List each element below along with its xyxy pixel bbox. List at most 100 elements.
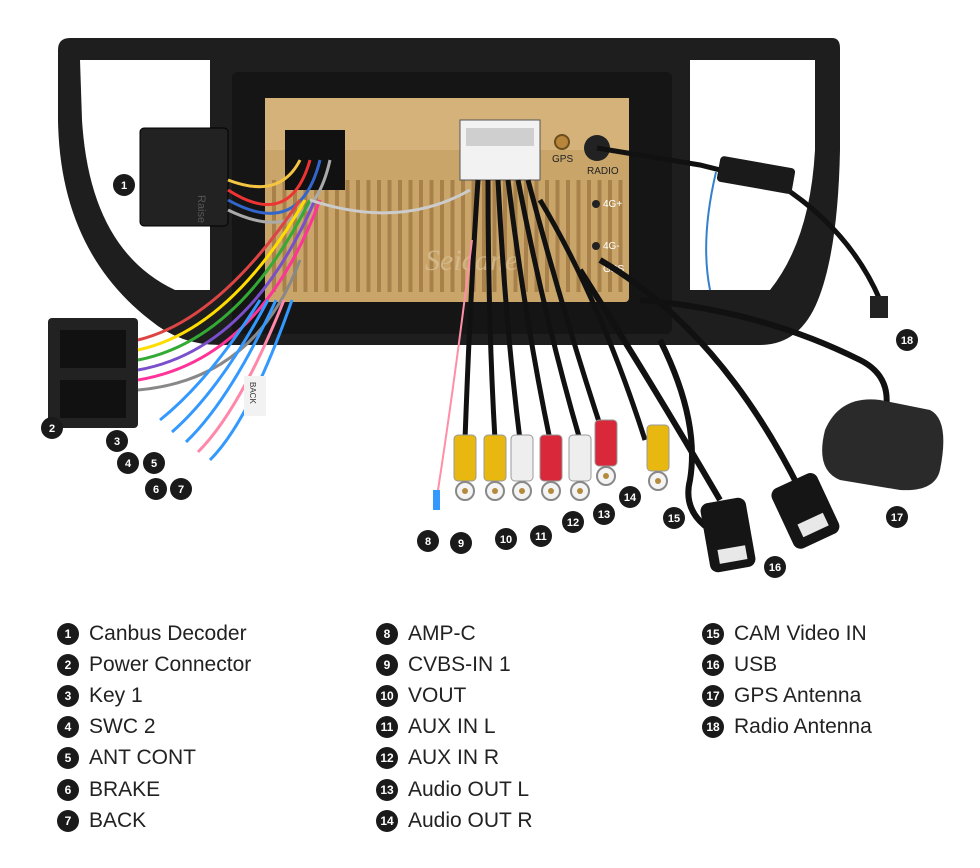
legend-item: 8 AMP-C xyxy=(376,618,533,649)
usb-plug-b xyxy=(771,473,840,549)
heatsink-fin xyxy=(387,180,392,292)
legend-number-badge: 11 xyxy=(376,716,398,739)
callout-number: 3 xyxy=(114,436,120,448)
legend-label: AMP-C xyxy=(408,621,476,645)
callout-6: 6 xyxy=(145,478,167,500)
callout-8: 8 xyxy=(417,530,439,552)
callout-number: 17 xyxy=(891,512,903,524)
legend-number-badge: 8 xyxy=(376,622,398,645)
heatsink-fin xyxy=(377,180,381,292)
heatsink-fin xyxy=(503,180,507,292)
legend-number-badge: 12 xyxy=(376,747,398,770)
heatsink-fin xyxy=(366,180,371,292)
callout-number: 15 xyxy=(668,513,680,525)
legend-label: Audio OUT L xyxy=(408,777,530,801)
gps-antenna-puck xyxy=(822,399,944,491)
legend-label: Audio OUT R xyxy=(408,808,533,832)
heatsink-fin xyxy=(314,180,318,292)
callout-number: 2 xyxy=(49,423,55,435)
gps-port-label: GPS xyxy=(552,154,573,165)
legend-number-badge: 16 xyxy=(702,653,724,676)
callout-16: 16 xyxy=(764,556,786,578)
av-cables xyxy=(462,179,648,441)
callout-number: 14 xyxy=(624,492,637,504)
legend-item: 17 GPS Antenna xyxy=(702,680,872,711)
rca-plug xyxy=(568,434,592,501)
heatsink-fin xyxy=(461,180,465,292)
legend-label: AUX IN L xyxy=(408,715,496,739)
legend-number-badge: 17 xyxy=(702,684,724,707)
callout-7: 7 xyxy=(170,478,192,500)
callout-1: 1 xyxy=(113,174,135,196)
callout-number: 8 xyxy=(425,536,431,548)
power-connector-slot-b xyxy=(60,380,126,418)
legend-label: GPS Antenna xyxy=(734,683,862,707)
heatsink-fin xyxy=(408,180,413,292)
callout-number: 12 xyxy=(567,517,579,529)
radio-antenna-connector xyxy=(716,156,796,194)
legend-label: SWC 2 xyxy=(89,715,156,739)
heatsink-fin xyxy=(356,180,360,292)
legend-item: 4 SWC 2 xyxy=(57,712,251,743)
rca-plugs xyxy=(453,419,670,501)
legend-number-badge: 10 xyxy=(376,684,398,707)
callout-number: 9 xyxy=(458,538,464,550)
blue-lead xyxy=(705,171,717,291)
back-tag xyxy=(244,376,266,416)
legend-number-badge: 2 xyxy=(57,653,79,676)
callout-number: 11 xyxy=(535,531,547,543)
heatsink-fin xyxy=(345,180,350,292)
heatsink-fin xyxy=(429,180,434,292)
legend-number-badge: 4 xyxy=(57,716,79,739)
rca-plug xyxy=(594,419,618,486)
heatsink-fin xyxy=(282,180,287,292)
4g-minus-label: 4G- xyxy=(603,241,620,252)
usb-port-a xyxy=(717,545,748,564)
4g-plus-label: 4G+ xyxy=(603,199,622,210)
legend-item: 16 USB xyxy=(702,649,872,680)
callout-15: 15 xyxy=(663,507,685,529)
4g-plus-port xyxy=(592,200,600,208)
legend-item: 13 Audio OUT L xyxy=(376,774,533,805)
legend-number-badge: 13 xyxy=(376,778,398,801)
rca-plug xyxy=(646,424,670,491)
callout-10: 10 xyxy=(495,528,517,550)
legend-number-badge: 18 xyxy=(702,716,724,739)
legend-number-badge: 3 xyxy=(57,684,79,707)
callout-18: 18 xyxy=(896,329,918,351)
legend-item: 7 BACK xyxy=(57,805,251,836)
rca-plug xyxy=(510,434,534,501)
heatsink-fin xyxy=(419,180,423,292)
callout-number: 10 xyxy=(500,534,512,546)
heatsink-fin xyxy=(587,180,591,292)
callout-number: 6 xyxy=(153,484,159,496)
legend-item: 11 AUX IN L xyxy=(376,712,533,743)
4g-minus-port xyxy=(592,242,600,250)
legend-number-badge: 14 xyxy=(376,809,398,832)
callout-number: 5 xyxy=(151,458,157,470)
callout-number: 13 xyxy=(598,509,610,521)
legend-label: CVBS-IN 1 xyxy=(408,652,511,676)
av-connector-pins xyxy=(466,128,534,146)
callout-12: 12 xyxy=(562,511,584,533)
main-harness-port xyxy=(285,130,345,190)
legend-label: USB xyxy=(734,652,778,676)
heatsink-fin xyxy=(608,180,612,292)
back-tag-label: BACK xyxy=(248,382,257,404)
legend-label: CAM Video IN xyxy=(734,621,867,645)
callout-11: 11 xyxy=(530,525,552,547)
legend-number-badge: 7 xyxy=(57,809,79,832)
legend-label: BACK xyxy=(89,808,147,832)
callout-9: 9 xyxy=(450,532,472,554)
legend-item: 14 Audio OUT R xyxy=(376,805,533,836)
radio-port-label: RADIO xyxy=(587,166,619,177)
callout-17: 17 xyxy=(886,506,908,528)
rca-plug xyxy=(539,434,563,501)
